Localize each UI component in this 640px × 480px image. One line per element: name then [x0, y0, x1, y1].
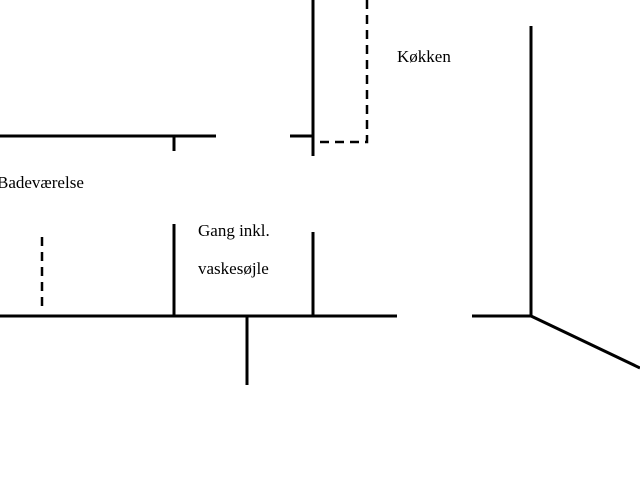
kitchen-dashed-outline — [313, 0, 369, 144]
label-hall-line2: vaskesøjle — [198, 259, 269, 278]
label-bathroom: Badeværelse — [0, 173, 84, 192]
wall-right-diagonal — [530, 314, 640, 370]
label-kitchen: Køkken — [397, 47, 451, 66]
label-hall-line1: Gang inkl. — [198, 221, 270, 240]
walls — [0, 0, 640, 385]
dashed-lines — [40, 0, 369, 311]
room-labels: Køkken Badeværelse Gang inkl. vaskesøjle — [0, 47, 451, 278]
